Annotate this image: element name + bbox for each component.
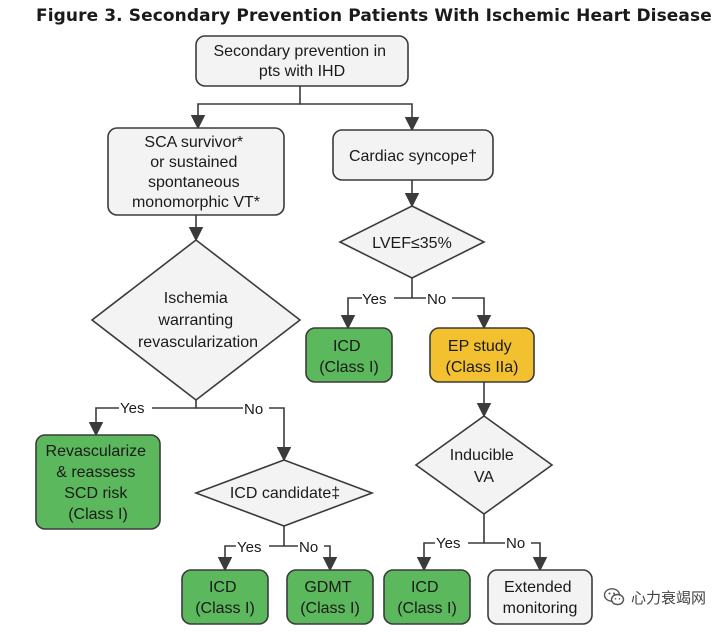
node-icd-candidate-decision: [193, 459, 375, 527]
edge-label-candidate-no: No: [299, 539, 318, 556]
edge-label-ischemia-yes: Yes: [120, 400, 144, 417]
edge-label-lvef-yes: Yes: [362, 291, 386, 308]
node-revascularize-text: Revascularize & reassess SCD risk (Class…: [46, 443, 151, 523]
node-icd-candidate-text: ICD candidate‡: [230, 485, 340, 502]
node-inducible-text: Inducible VA: [450, 447, 519, 486]
node-ischemia-decision: [90, 238, 302, 402]
node-icd-inducible-yes: [383, 569, 471, 625]
edge-label-candidate-yes: Yes: [237, 539, 261, 556]
node-ischemia-text: Ischemia warranting revascularization: [138, 290, 258, 351]
node-gdmt-text: GDMT (Class I): [300, 579, 360, 617]
node-icd-candidate-yes-text: ICD (Class I): [195, 579, 255, 617]
edge-label-inducible-yes: Yes: [436, 535, 460, 552]
node-inducible-va-decision: [414, 415, 554, 515]
figure-title: Figure 3. Secondary Prevention Patients …: [36, 6, 712, 26]
node-gdmt: [286, 569, 374, 625]
node-icd-candidate-yes: [181, 569, 269, 625]
edge-ischemia-no: [196, 407, 292, 462]
node-start: [195, 35, 409, 87]
edge-label-ischemia-no: No: [244, 401, 263, 418]
node-extended-monitoring-text: Extended monitoring: [503, 579, 578, 617]
node-ep-study: [429, 327, 535, 383]
edge-inducible-no: [484, 542, 548, 572]
node-icd-inducible-yes-text: ICD (Class I): [397, 579, 457, 617]
node-ep-study-text: EP study (Class IIa): [446, 338, 519, 376]
node-sca-text: SCA survivor* or sustained spontaneous m…: [132, 134, 260, 211]
node-syncope-text: Cardiac syncope†: [349, 148, 477, 165]
edge-start-syncope: [300, 103, 420, 132]
node-sca-survivor: [107, 127, 285, 216]
node-lvef-decision: [338, 205, 486, 279]
node-icd-lvef-yes-text: ICD (Class I): [319, 338, 379, 376]
edge-label-inducible-no: No: [506, 535, 525, 552]
node-revascularize: [35, 434, 161, 530]
edge-label-lvef-no: No: [427, 291, 446, 308]
node-icd-lvef-yes: [305, 327, 393, 383]
wechat-logo-icon: [603, 588, 625, 606]
edge-start-split: [190, 86, 301, 130]
node-start-text: Secondary prevention in pts with IHD: [213, 43, 390, 80]
node-extended-monitoring: [487, 569, 593, 625]
watermark-text: 心力衰竭网: [630, 588, 706, 607]
node-lvef-text: LVEF≤35%: [372, 235, 452, 252]
node-cardiac-syncope: [332, 129, 494, 181]
watermark: 心力衰竭网: [603, 586, 706, 608]
